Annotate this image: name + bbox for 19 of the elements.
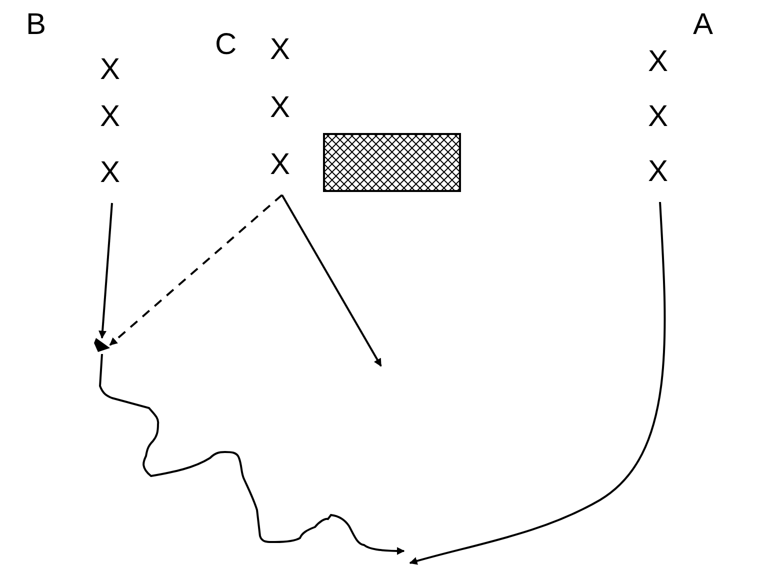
x-mark: X: [270, 34, 290, 66]
arrow: [99, 354, 405, 555]
arrow: [281, 194, 382, 367]
x-mark: X: [100, 101, 120, 133]
x-mark: X: [648, 101, 668, 133]
arrow: [109, 194, 283, 346]
group-label: A: [693, 9, 714, 41]
arrow: [409, 202, 666, 565]
marker-shape: [94, 338, 110, 352]
x-mark: X: [100, 157, 120, 189]
group-label: B: [26, 9, 46, 41]
group-label: C: [215, 29, 237, 61]
x-mark: X: [270, 149, 290, 181]
x-mark: X: [100, 54, 120, 86]
x-mark: X: [648, 46, 668, 78]
hatched-block: [323, 133, 461, 192]
x-mark: X: [648, 156, 668, 188]
x-mark: X: [270, 92, 290, 124]
arrow: [98, 202, 113, 339]
